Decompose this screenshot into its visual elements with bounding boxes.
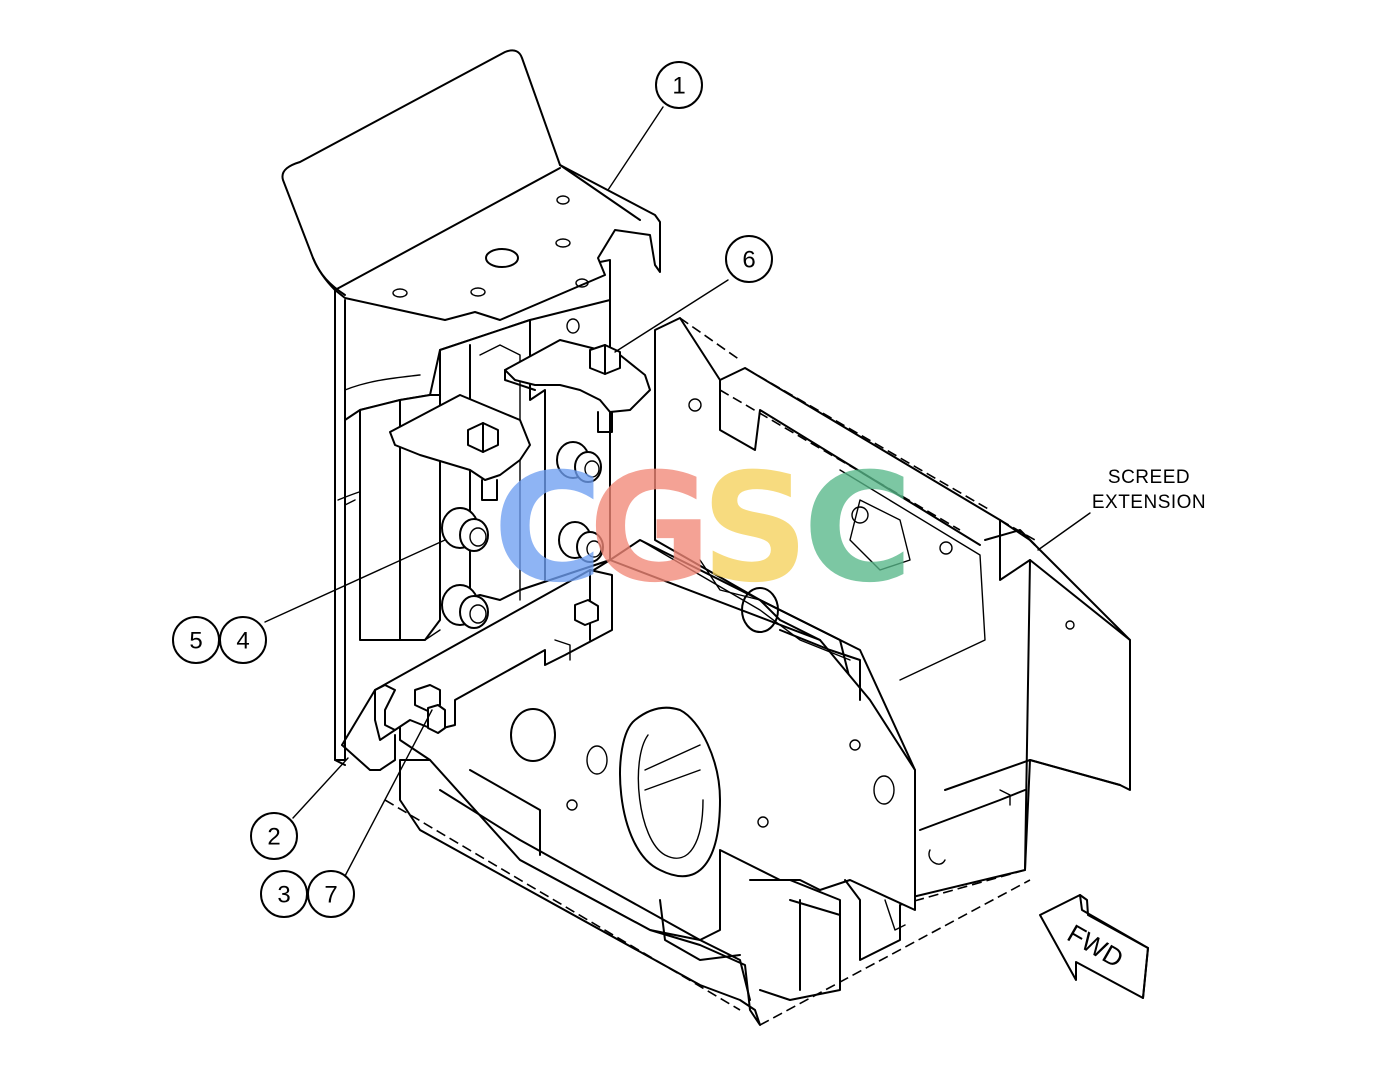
callout-7-label: 7 xyxy=(324,882,337,909)
callout-5-label: 5 xyxy=(189,628,202,655)
screed-extension-label-line1: SCREED xyxy=(1108,467,1190,488)
watermark: C G S C xyxy=(493,442,913,616)
watermark-letter-1: C xyxy=(493,442,603,616)
callout-6-label: 6 xyxy=(742,247,755,274)
bracket-housing xyxy=(281,49,661,771)
fitting-nut xyxy=(556,441,602,483)
callout-3-label: 3 xyxy=(277,882,290,909)
callout-7: 7 xyxy=(307,870,355,918)
screed-extension-frame xyxy=(654,317,1131,906)
fwd-arrow: FWD xyxy=(1039,894,1149,999)
leader-lines xyxy=(264,106,1091,877)
watermark-letter-4: C xyxy=(803,442,913,616)
screed-extension-label-line2: EXTENSION xyxy=(1092,492,1206,513)
callout-5: 5 xyxy=(172,616,220,664)
fitting-nut xyxy=(558,521,604,563)
callout-1-label: 1 xyxy=(672,73,685,100)
callout-2-label: 2 xyxy=(267,824,280,851)
callout-4: 4 xyxy=(219,616,267,664)
callout-4-label: 4 xyxy=(236,628,249,655)
callout-3: 3 xyxy=(260,870,308,918)
watermark-letter-3: S xyxy=(701,442,809,616)
callout-1: 1 xyxy=(655,61,703,109)
watermark-letter-2: G xyxy=(588,442,711,616)
callout-6: 6 xyxy=(725,235,773,283)
fitting-nut xyxy=(441,507,489,552)
lower-base xyxy=(384,759,1031,1026)
callout-2: 2 xyxy=(250,812,298,860)
fitting-nut xyxy=(441,584,489,629)
